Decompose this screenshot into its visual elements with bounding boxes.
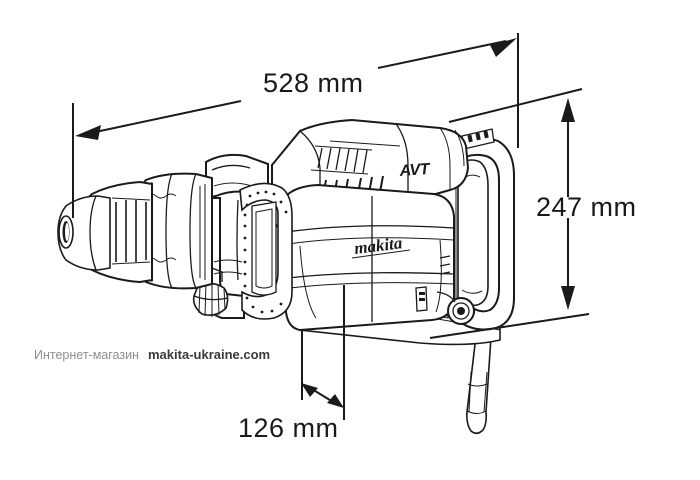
dimension-label-528mm: 528 mm: [263, 68, 364, 98]
dimension-label-126mm: 126 mm: [238, 413, 339, 443]
arrowhead-top: [561, 98, 575, 122]
front-chuck: [57, 180, 153, 284]
watermark-prefix: Интернет-магазин: [34, 348, 139, 362]
sleeve-knurl: [199, 184, 206, 280]
ref-line-bottom: [429, 313, 590, 339]
arrowhead-left: [75, 125, 101, 140]
watermark-domain: makita-ukraine.com: [148, 347, 270, 362]
power-cord: [466, 335, 492, 435]
ref-line-top: [448, 88, 583, 123]
watermark: Интернет-магазин makita-ukraine.com: [34, 347, 270, 362]
arrowhead-126-right: [327, 394, 344, 408]
chuck-slots: [115, 200, 147, 262]
arrowhead-bottom: [561, 286, 575, 310]
arrowhead-right: [490, 38, 517, 57]
avt-badge-label: AVT: [398, 161, 431, 180]
dimension-length-528mm: 528 mm: [72, 33, 519, 218]
dim-line-right-seg: [377, 40, 507, 69]
arrowhead-126-left: [301, 383, 318, 397]
tool-illustration: AVT makita: [57, 118, 515, 435]
dim-line-left-seg: [85, 100, 242, 135]
grip-texture: [243, 190, 288, 314]
dimension-width-126mm: 126 mm: [238, 285, 345, 443]
avt-badge: AVT: [398, 161, 431, 180]
dimension-label-247mm: 247 mm: [536, 192, 637, 222]
motor-vents-top: [317, 147, 368, 174]
gear-housing: makita: [285, 183, 455, 332]
mode-selector-dial: [436, 291, 475, 325]
side-handle: [192, 153, 293, 320]
dimension-height-247mm: 247 mm: [429, 88, 637, 339]
